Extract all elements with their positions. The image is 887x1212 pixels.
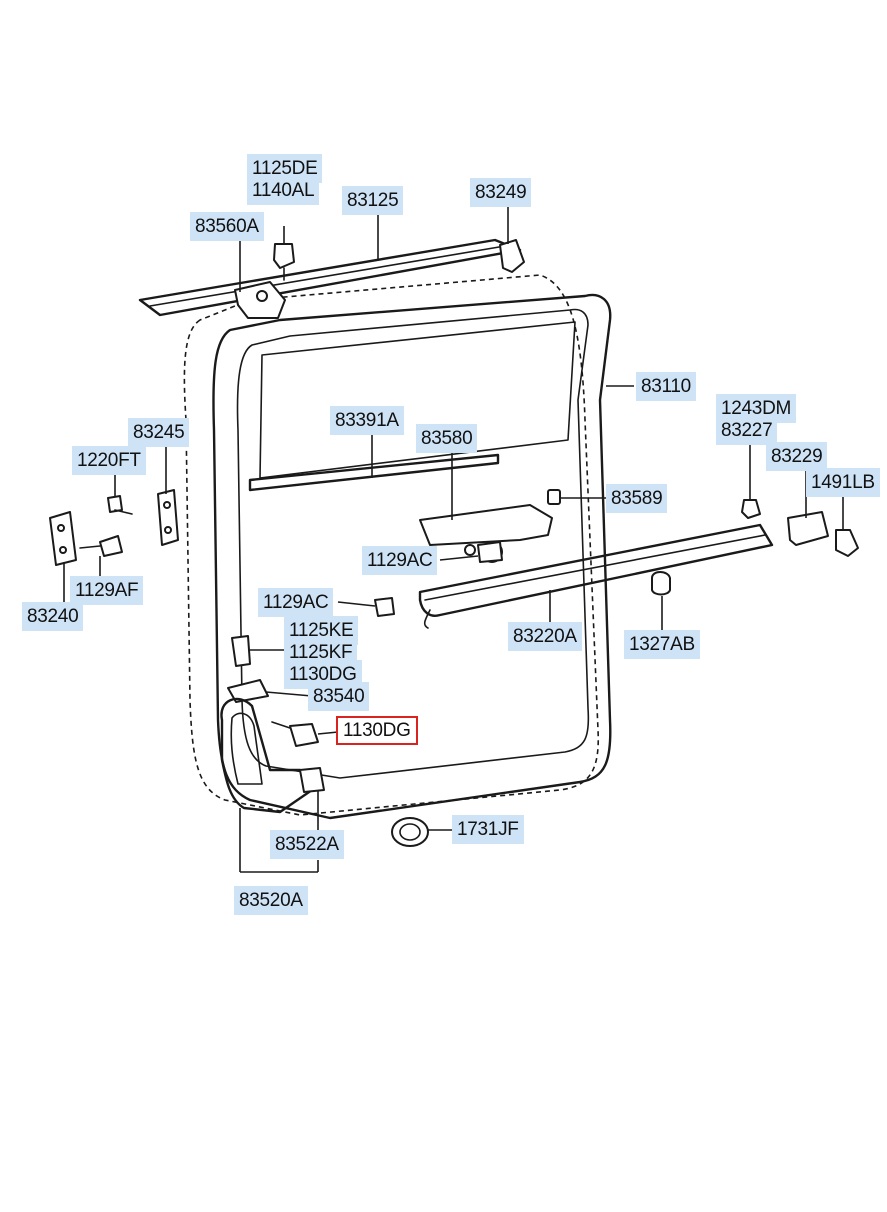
label-83227[interactable]: 83227 (716, 416, 778, 445)
screw-1220ft (107, 495, 123, 513)
label-1243dm[interactable]: 1243DM (716, 394, 797, 423)
upper-rail-83125 (138, 238, 522, 317)
label-1491lb[interactable]: 1491LB (806, 468, 880, 497)
label-83240[interactable]: 83240 (22, 602, 84, 631)
label-1129ac-lower[interactable]: 1129AC (258, 588, 334, 617)
lower-rail-83220a (418, 523, 774, 617)
lower-hinge-83522a (299, 767, 325, 793)
label-83229[interactable]: 83229 (766, 442, 828, 471)
bolt-1129ac-upper (477, 541, 503, 563)
clip-83589 (547, 489, 561, 505)
nut-1327ab (651, 571, 671, 596)
bolt-1129ac-lower (374, 597, 395, 617)
label-83245[interactable]: 83245 (128, 418, 190, 447)
body-opening-outline (183, 274, 600, 816)
door-frame-83110 (212, 293, 612, 820)
label-83125[interactable]: 83125 (342, 186, 404, 215)
bolt-1125ke (231, 635, 251, 667)
door-frame-inner (236, 308, 590, 779)
label-83540[interactable]: 83540 (308, 682, 370, 711)
bracket-83540 (227, 679, 269, 703)
striker-83245 (157, 489, 179, 546)
label-83110[interactable]: 83110 (636, 372, 696, 401)
label-83220a[interactable]: 83220A (508, 622, 582, 651)
label-83580[interactable]: 83580 (416, 424, 478, 453)
bolt-1130dg (289, 723, 319, 747)
label-1129ac-upper[interactable]: 1129AC (362, 546, 438, 575)
bracket-83240 (49, 511, 77, 566)
bracket-83229 (787, 511, 829, 546)
label-83391a[interactable]: 83391A (330, 406, 404, 435)
window-glass (259, 321, 576, 479)
label-1731jf[interactable]: 1731JF (452, 815, 524, 844)
bolt-1129af (99, 535, 123, 557)
label-83589[interactable]: 83589 (606, 484, 668, 513)
label-1130dg-highlighted[interactable]: 1130DG (336, 716, 418, 745)
bolt-1125de (273, 243, 295, 269)
bolt-83227 (741, 499, 761, 519)
center-roller-83580 (419, 504, 553, 546)
stopper-83249 (499, 239, 525, 273)
clip-1491lb (835, 529, 859, 557)
weatherstrip-83391a (248, 453, 500, 492)
label-83522a[interactable]: 83522A (270, 830, 344, 859)
label-1140al[interactable]: 1140AL (247, 176, 320, 205)
label-83560a[interactable]: 83560A (190, 212, 264, 241)
label-83520a[interactable]: 83520A (234, 886, 308, 915)
label-83249[interactable]: 83249 (470, 178, 532, 207)
grommet-1731jf (391, 817, 429, 847)
label-1129af[interactable]: 1129AF (70, 576, 144, 605)
label-1327ab[interactable]: 1327AB (624, 630, 700, 659)
label-1220ft[interactable]: 1220FT (72, 446, 146, 475)
